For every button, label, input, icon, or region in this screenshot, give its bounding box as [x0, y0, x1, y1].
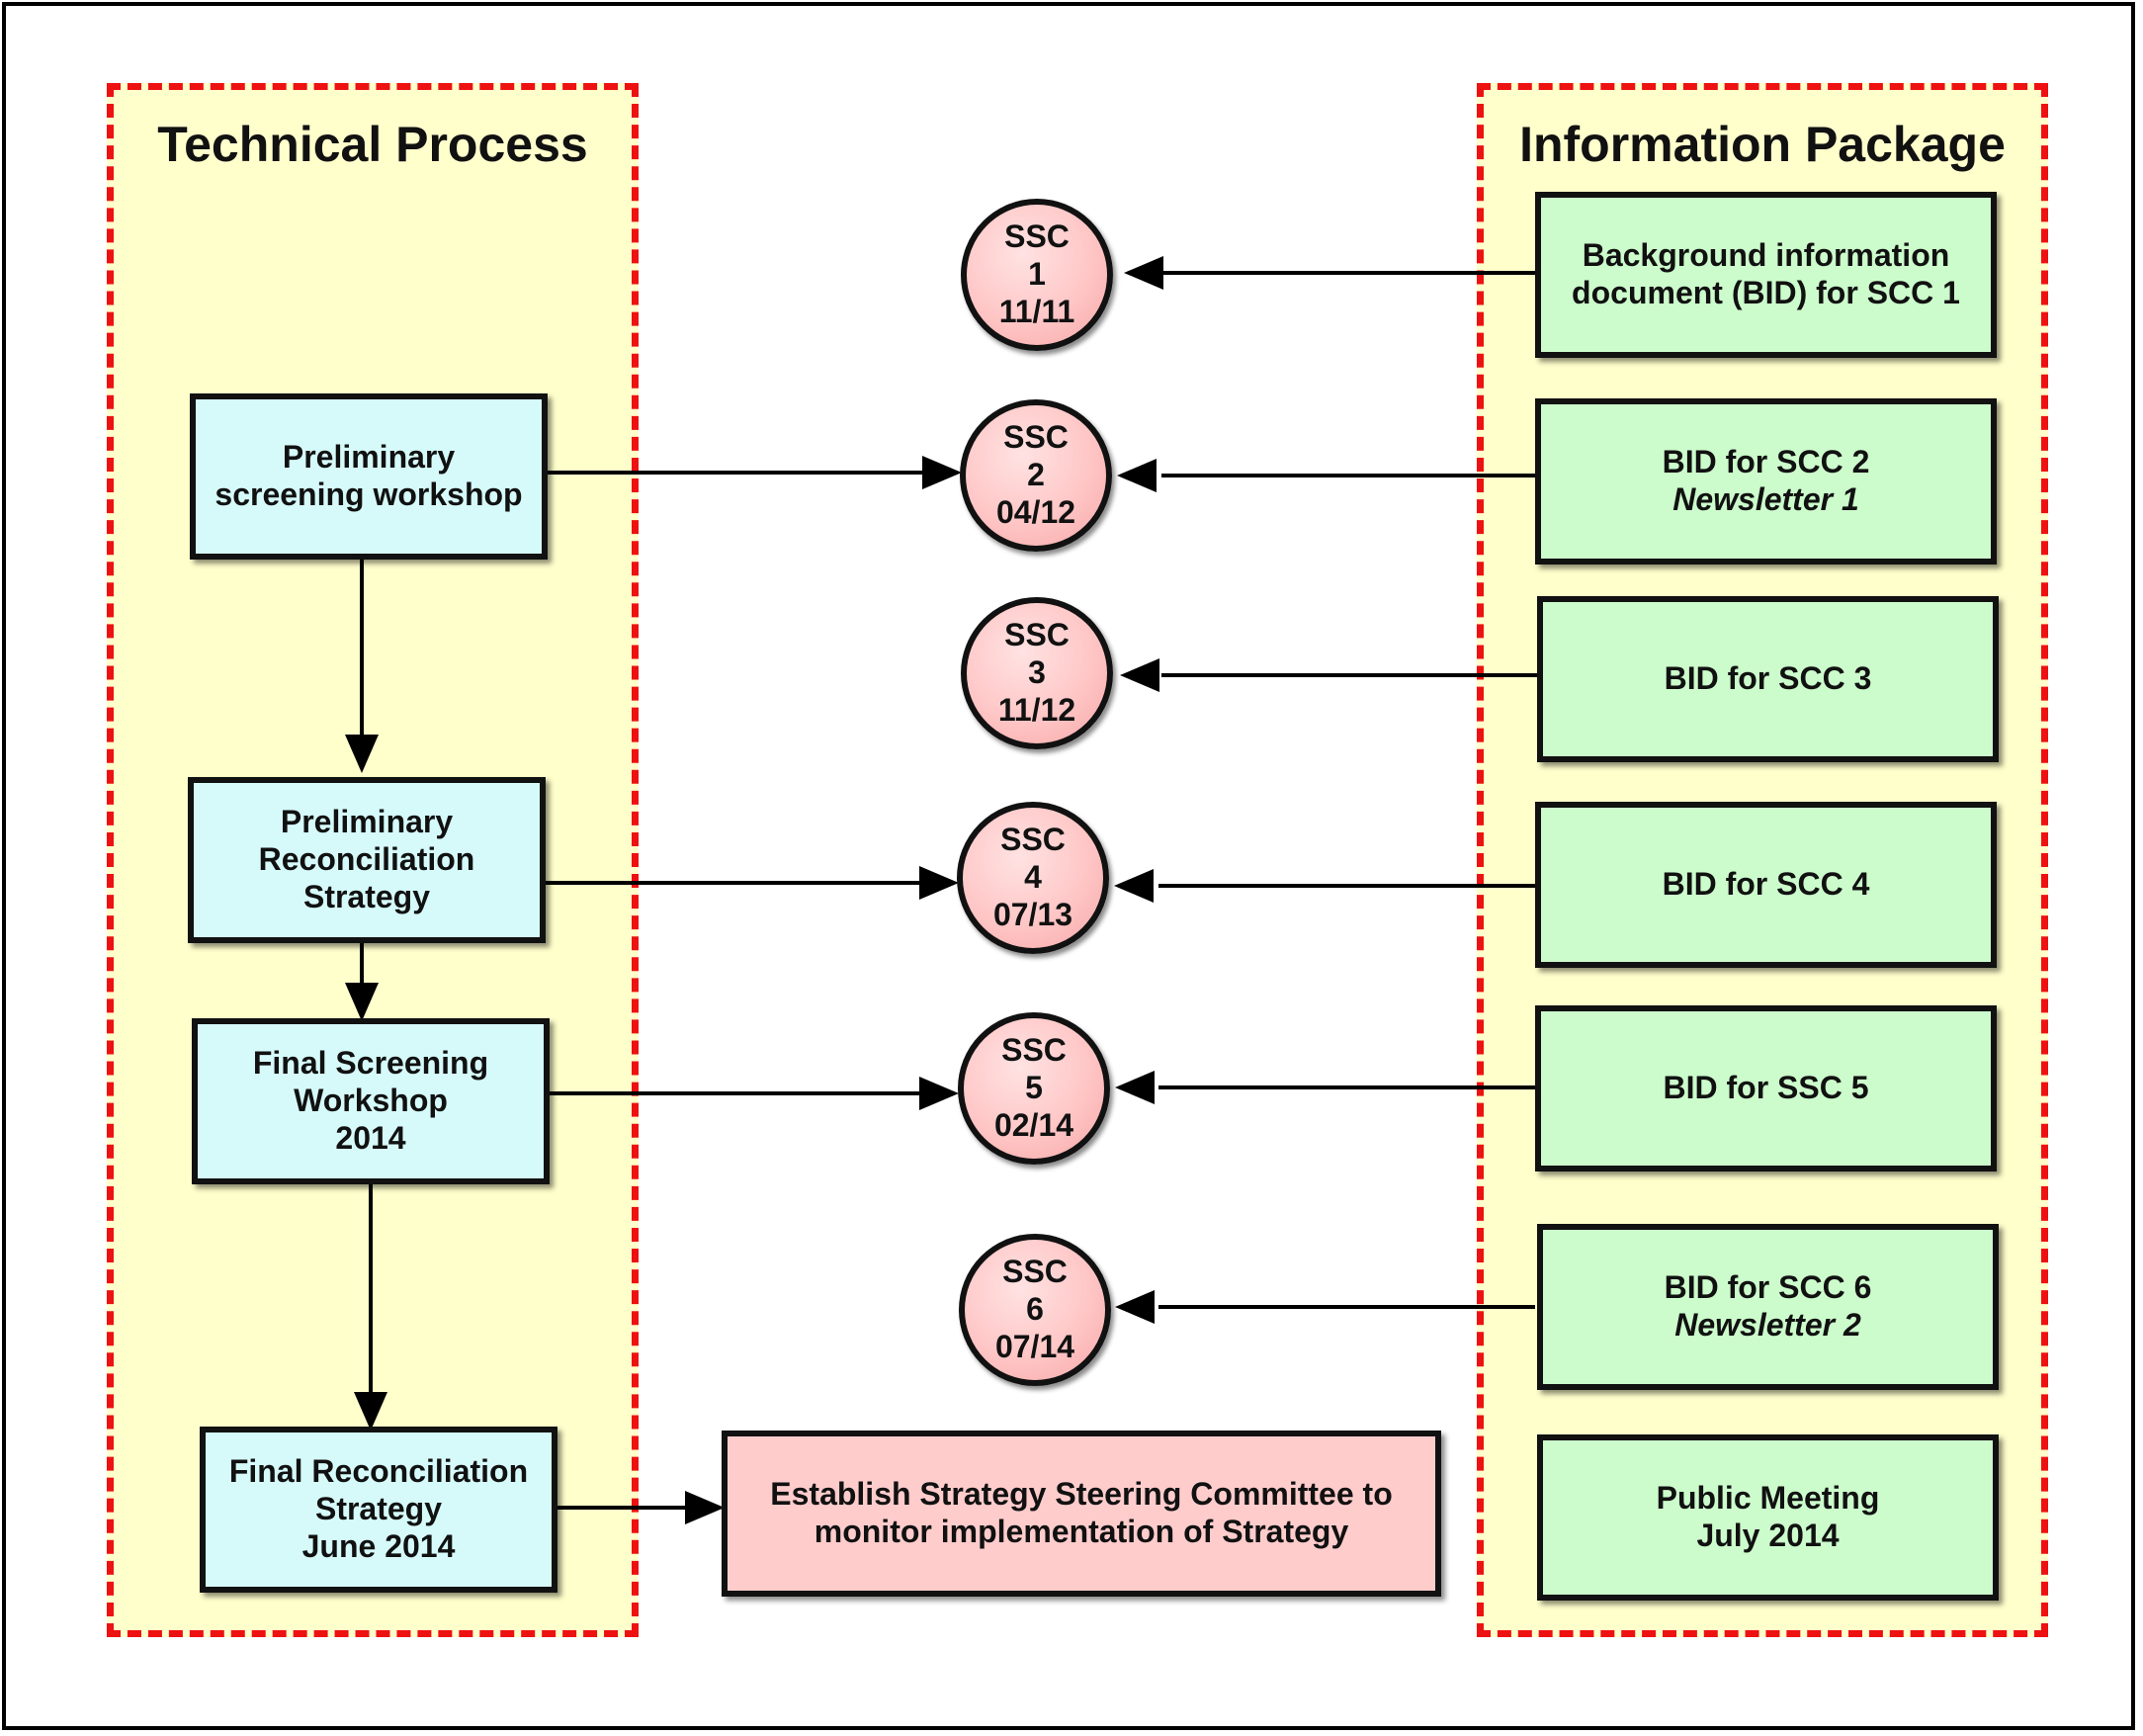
ssc-number: 3	[1028, 654, 1046, 691]
info-line-1: BID for SCC 4	[1662, 866, 1870, 903]
info-line-1: Background information	[1582, 237, 1950, 274]
info-box-bid-scc6: BID for SCC 6 Newsletter 2	[1537, 1224, 1999, 1390]
ssc-label: SSC	[1003, 419, 1069, 456]
info-box-bid-scc1: Background information document (BID) fo…	[1535, 192, 1997, 358]
info-line-2: document (BID) for SCC 1	[1572, 275, 1960, 310]
info-box-bid-scc2: BID for SCC 2 Newsletter 1	[1535, 398, 1997, 564]
ssc-node-5: SSC 5 02/14	[958, 1012, 1110, 1165]
ssc-number: 5	[1025, 1070, 1043, 1106]
box-line: Final Reconciliation	[228, 1453, 529, 1490]
ssc-label: SSC	[1001, 1032, 1067, 1069]
arrowhead-tech2	[345, 735, 379, 773]
steering-committee-box: Establish Strategy Steering Committee to…	[722, 1431, 1441, 1597]
final-screening-workshop-box: Final Screening Workshop 2014	[192, 1018, 550, 1184]
box-line: Strategy	[302, 878, 431, 914]
ssc-number: 6	[1026, 1291, 1044, 1328]
info-box-bid-scc4: BID for SCC 4	[1535, 802, 1997, 968]
ssc-node-6: SSC 6 07/14	[959, 1234, 1111, 1386]
ssc-date: 11/12	[997, 691, 1076, 728]
info-line-2: Newsletter 2	[1674, 1307, 1861, 1343]
box-line: Workshop	[294, 1083, 448, 1119]
info-line-1: Public Meeting	[1656, 1480, 1880, 1517]
arrowhead-ssc5-left	[919, 1077, 959, 1110]
ssc-date: 11/11	[998, 293, 1075, 329]
box-line: June 2014	[301, 1527, 456, 1564]
arrowhead-ssc4-right	[1114, 869, 1154, 903]
ssc-number: 1	[1028, 256, 1046, 293]
arrowhead-ssc5-right	[1115, 1071, 1155, 1104]
outcome-line-1: Establish Strategy Steering Committee to	[770, 1476, 1393, 1513]
info-line-2: Newsletter 1	[1672, 481, 1859, 517]
arrowhead-ssc2-left	[922, 456, 962, 489]
box-line: Preliminary	[282, 439, 456, 476]
ssc-node-1: SSC 1 11/11	[961, 199, 1113, 351]
ssc-node-4: SSC 4 07/13	[957, 802, 1109, 954]
ssc-date: 04/12	[995, 493, 1076, 530]
info-box-bid-ssc5: BID for SSC 5	[1535, 1005, 1997, 1172]
box-line: screening workshop	[214, 477, 523, 512]
arrowhead-ssc1	[1124, 256, 1163, 290]
ssc-label: SSC	[1002, 1254, 1068, 1290]
ssc-node-3: SSC 3 11/12	[961, 597, 1113, 749]
ssc-date: 07/14	[994, 1328, 1075, 1364]
final-reconciliation-strategy-box: Final Reconciliation Strategy June 2014	[200, 1427, 557, 1593]
info-line-1: BID for SCC 2	[1662, 444, 1870, 480]
arrowhead-ssc2-right	[1117, 459, 1157, 492]
information-package-title: Information Package	[1519, 117, 2006, 172]
arrowhead-tech3	[345, 983, 379, 1021]
arrowhead-ssc6	[1115, 1290, 1155, 1324]
ssc-label: SSC	[1004, 218, 1070, 255]
preliminary-reconciliation-strategy-box: Preliminary Reconciliation Strategy	[188, 777, 546, 943]
outcome-line-2: monitor implementation of Strategy	[814, 1514, 1349, 1549]
info-line-1: BID for SSC 5	[1663, 1070, 1869, 1106]
info-box-bid-scc3: BID for SCC 3	[1537, 596, 1999, 762]
arrowhead-ssc4-left	[919, 866, 959, 900]
ssc-label: SSC	[1004, 617, 1070, 653]
box-line: Strategy	[314, 1491, 443, 1527]
info-line-1: BID for SCC 6	[1664, 1269, 1872, 1306]
ssc-date: 02/14	[993, 1106, 1074, 1143]
ssc-node-2: SSC 2 04/12	[960, 399, 1112, 552]
arrowhead-outcome	[685, 1491, 725, 1524]
arrowhead-ssc3	[1120, 658, 1159, 692]
box-line: Final Screening	[252, 1045, 489, 1082]
info-box-public-meeting: Public Meeting July 2014	[1537, 1434, 1999, 1601]
arrowhead-tech4	[354, 1392, 387, 1431]
technical-process-title: Technical Process	[157, 117, 588, 172]
ssc-label: SSC	[1000, 822, 1066, 858]
ssc-number: 4	[1024, 859, 1042, 896]
info-line-2: July 2014	[1696, 1518, 1840, 1553]
preliminary-screening-workshop-box: Preliminary screening workshop	[190, 393, 548, 560]
ssc-date: 07/13	[992, 896, 1073, 932]
info-line-1: BID for SCC 3	[1664, 660, 1872, 697]
ssc-number: 2	[1027, 457, 1045, 493]
box-line: Reconciliation	[258, 841, 475, 878]
box-line: Preliminary	[280, 804, 454, 840]
box-line: 2014	[335, 1119, 406, 1156]
